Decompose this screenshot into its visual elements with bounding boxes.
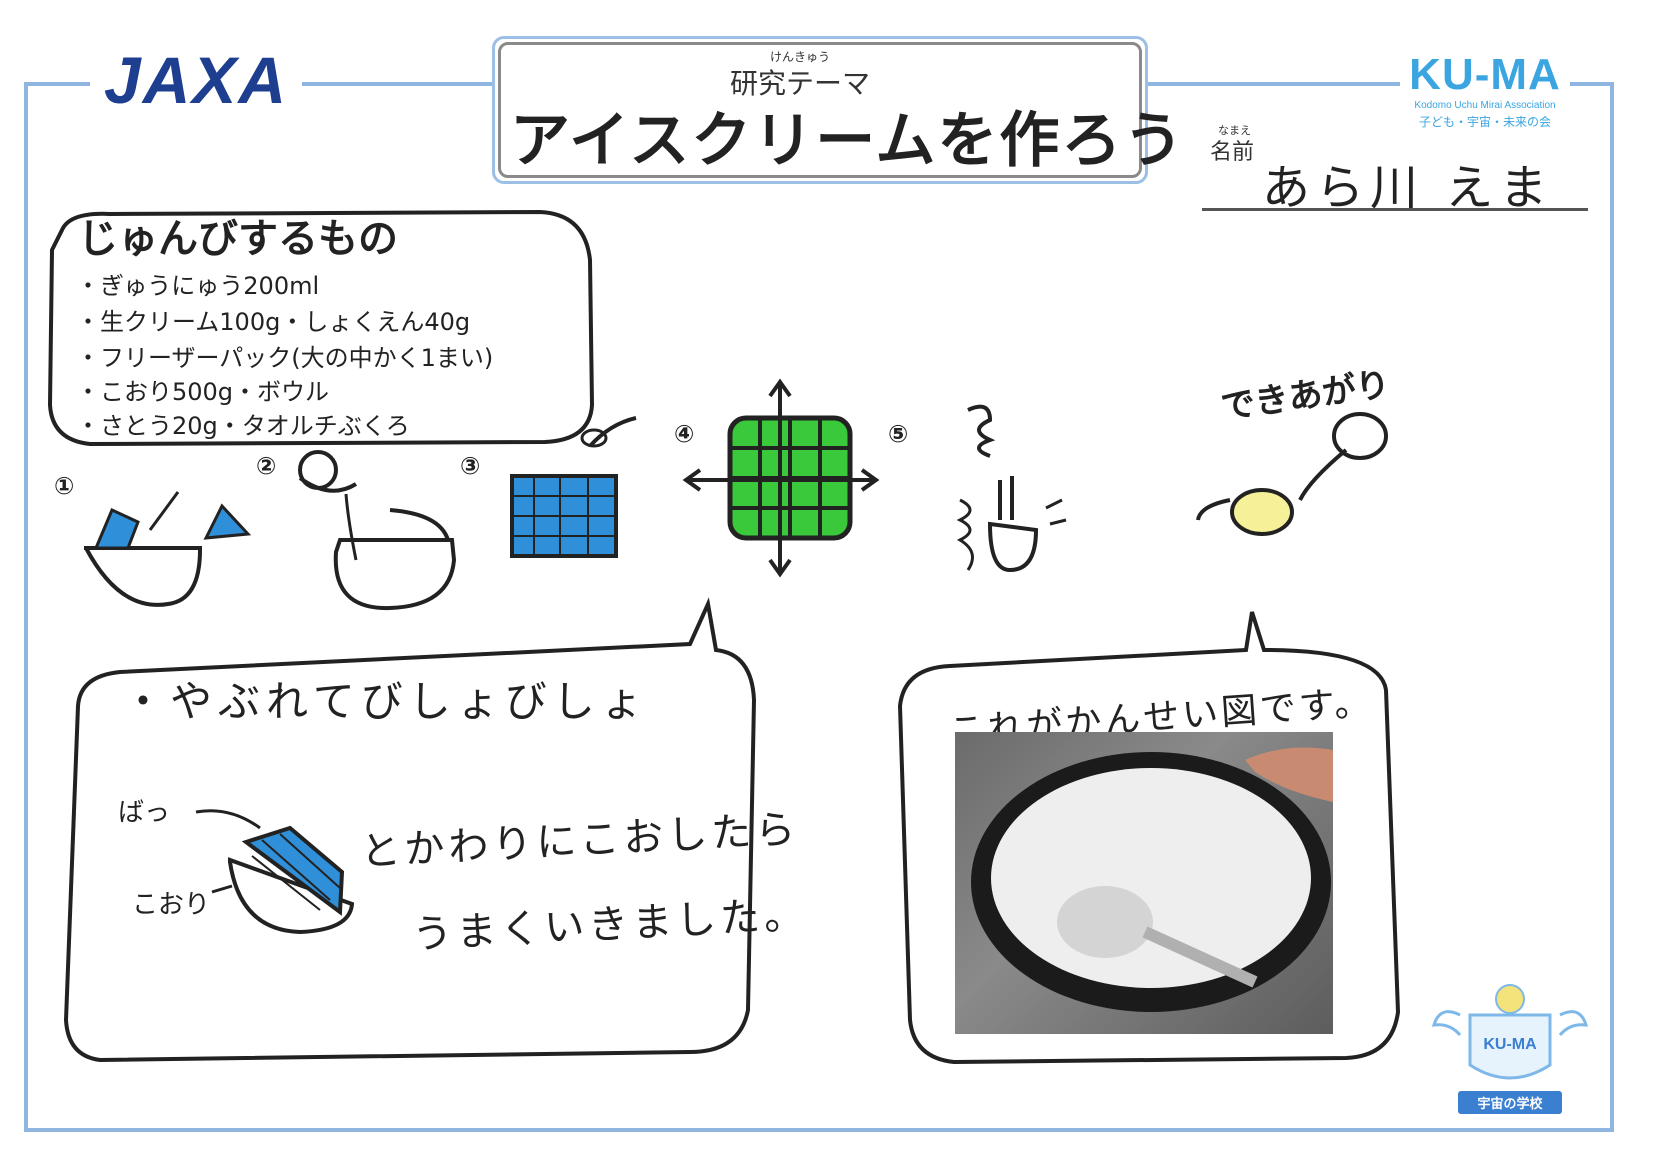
step5-mix-illustration <box>956 404 1067 573</box>
step-number-4: ④ <box>674 420 695 448</box>
supplies-bubble <box>47 209 595 447</box>
theme-box <box>498 42 1142 178</box>
school-badge-label: 宇宙の学校 <box>1458 1091 1562 1114</box>
school-badge: KU-MA 宇宙の学校 <box>1430 975 1590 1115</box>
step3-bag-illustration <box>510 416 637 558</box>
theme-title: アイスクリームを作ろう <box>510 106 1186 176</box>
supplies-heading: じゅんびするもの <box>78 216 398 262</box>
done-spoon-illustration <box>1196 412 1388 536</box>
theme-ruby: けんきゅう <box>769 50 830 64</box>
step-number-2: ② <box>256 452 277 480</box>
supply-item-5: ・さとう20g・タオルチぶくろ <box>76 412 410 440</box>
bag-label: ばっ <box>118 798 171 828</box>
ice-label: こおり <box>132 890 211 920</box>
name-label: 名前 <box>1210 140 1255 165</box>
comment-bubble <box>63 597 757 1063</box>
name-value: あら川 えま <box>1262 160 1554 216</box>
theme-label: 研究テーマ <box>729 67 870 100</box>
name-ruby: なまえ <box>1218 124 1251 137</box>
school-badge-logo: KU-MA <box>1483 1036 1537 1053</box>
kuma-logo: KU-MA Kodomo Uchu Mirai Association 子ども・… <box>1400 50 1570 130</box>
kuma-logo-text: KU-MA <box>1409 50 1561 99</box>
result-bubble <box>897 611 1401 1065</box>
kuma-logo-japanese: 子ども・宇宙・未来の会 <box>1418 115 1551 129</box>
ice-cream-photo <box>955 732 1333 1034</box>
bag-ice-illustration <box>195 809 355 935</box>
step2-pouring-illustration <box>298 450 457 611</box>
supply-item-1: ・ぎゅうにゅう200ml <box>76 272 320 300</box>
step1-bowl-illustration <box>84 491 252 607</box>
name-underline <box>1202 208 1588 211</box>
step4-shake-illustration <box>682 378 880 578</box>
kuma-logo-english: Kodomo Uchu Mirai Association <box>1414 100 1556 111</box>
supply-item-4: ・こおり500g・ボウル <box>76 378 330 406</box>
jaxa-logo: JAXA <box>90 42 303 118</box>
step-number-5: ⑤ <box>888 420 909 448</box>
step-number-1: ① <box>54 472 75 500</box>
comment-line-1: ・やぶれてびしょびしょ <box>122 677 649 726</box>
supply-item-3: ・フリーザーパック(大の中かく1まい) <box>76 344 494 372</box>
step-number-3: ③ <box>460 452 481 480</box>
photo-content <box>971 747 1333 1012</box>
supply-item-2: ・生クリーム100g・しょくえん40g <box>76 308 471 336</box>
school-badge-emblem: KU-MA <box>1431 984 1589 1080</box>
